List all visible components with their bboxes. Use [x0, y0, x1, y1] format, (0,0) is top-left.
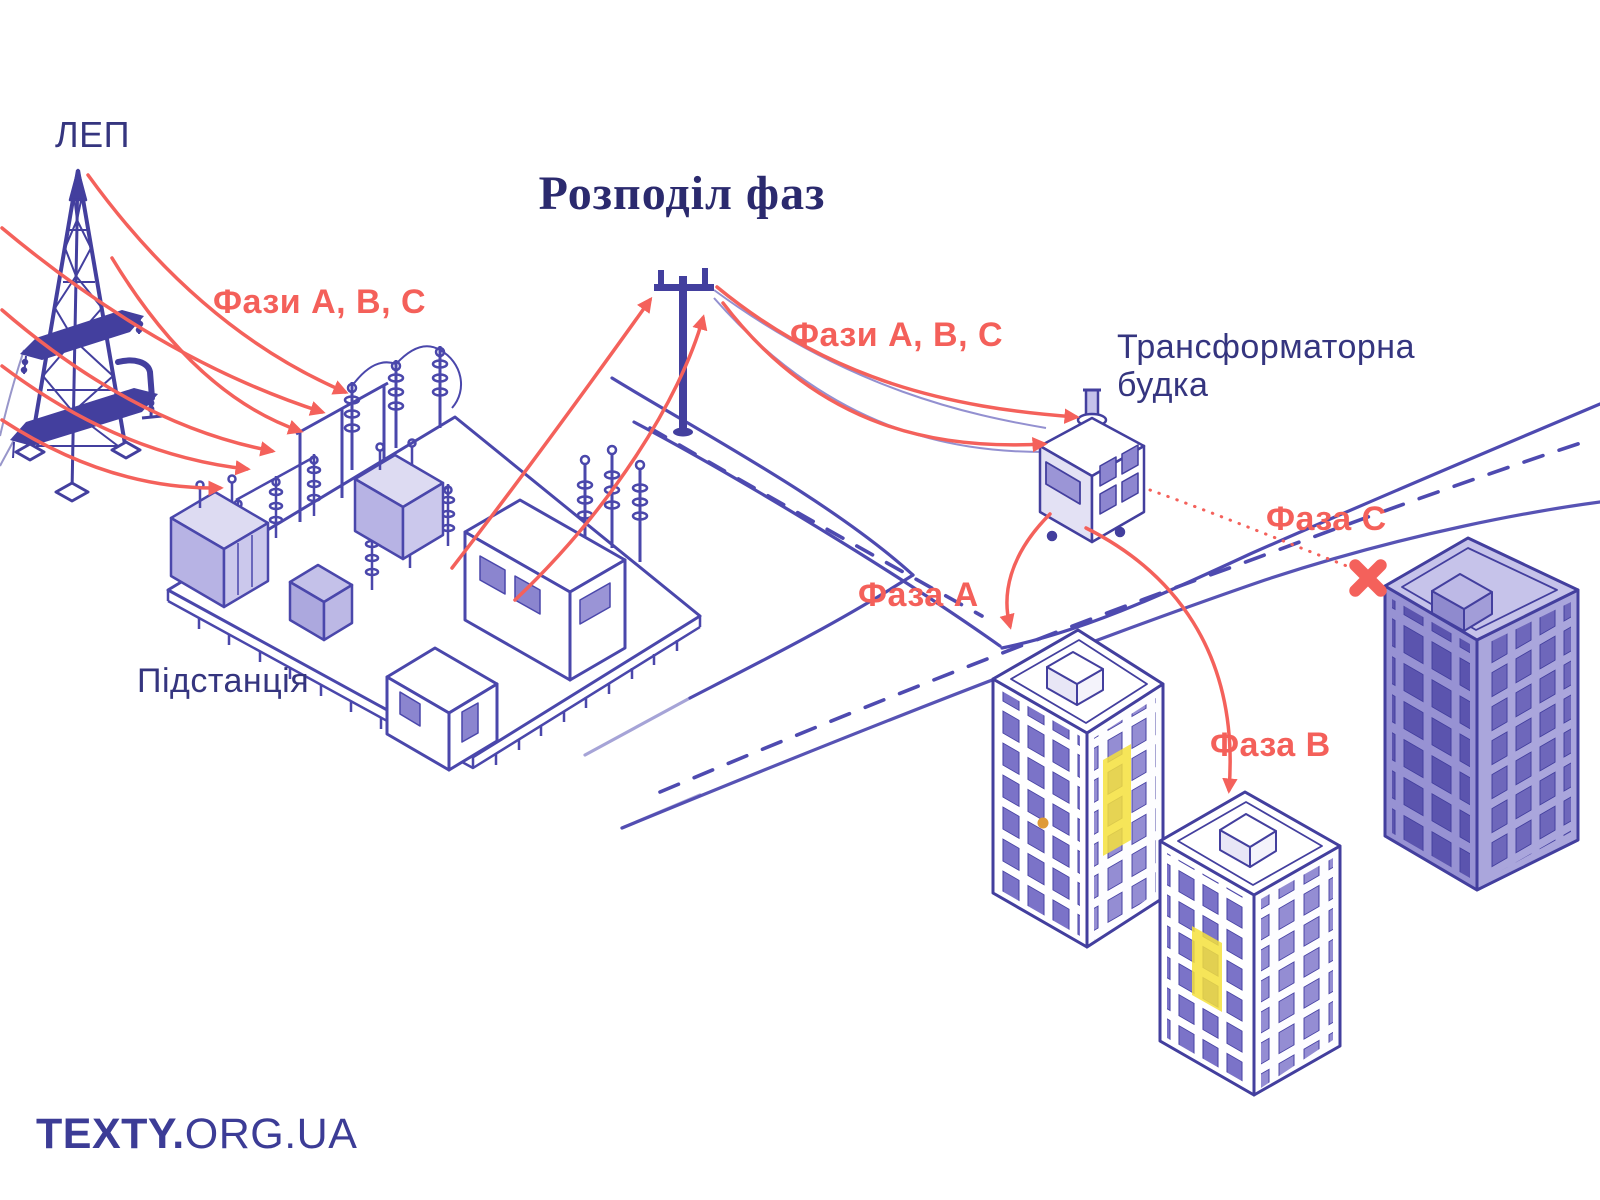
page-title: Розподіл фаз: [538, 167, 826, 220]
phase-c-dotted-line: [1148, 488, 1354, 570]
brand-logo: TEXTY.ORG.UA: [36, 1110, 357, 1159]
transmission-tower-illustration: [0, 168, 163, 503]
transformer-booth-label: Трансформаторна будка: [1117, 328, 1415, 405]
substation-label: Підстанція: [137, 662, 310, 700]
building-phase-c: [1383, 536, 1580, 892]
brand-logo-rest: ORG.UA: [184, 1110, 358, 1158]
phases-abc-label-top: Фази А, В, С: [213, 283, 427, 321]
substation-illustration: [166, 345, 702, 772]
utility-pole-illustration: [654, 268, 714, 437]
power-wires: [713, 289, 1047, 453]
roads-illustration: [583, 376, 1600, 830]
transformer-booth-illustration: [1038, 388, 1146, 544]
lep-label: ЛЕП: [55, 114, 131, 155]
phase-b-label: Фаза B: [1210, 726, 1331, 764]
phase-c-cut-x-icon: [1349, 559, 1387, 597]
phase-c-label: Фаза С: [1266, 500, 1387, 538]
brand-logo-bold: TEXTY.: [36, 1110, 185, 1158]
building-phase-a: [991, 628, 1165, 949]
building-phase-b: [1158, 790, 1342, 1097]
power-flow-arrows: [0, 173, 1354, 794]
phase-a-label: Фаза А: [858, 576, 979, 614]
phases-abc-label-mid: Фази А, В, С: [790, 316, 1004, 354]
